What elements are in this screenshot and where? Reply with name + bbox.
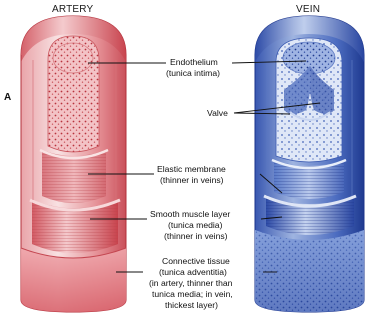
panel-letter: A [4, 92, 11, 103]
svg-text:Endothelium: Endothelium [170, 57, 218, 67]
label-connective-line3: (in artery, thinner than [149, 278, 233, 288]
label-muscle-line1: Smooth muscle layer [150, 209, 230, 219]
label-connective-tissue: Connective tissue (tunica adventitia) (i… [149, 256, 233, 310]
label-elastic-membrane: Elastic membrane (thinner in veins) [157, 164, 226, 185]
label-muscle-line2: (tunica media) [168, 220, 223, 230]
label-connective-line4: tunica media; in vein, [152, 289, 233, 299]
label-connective-line1: Connective tissue [162, 256, 230, 266]
label-endothelium: Endothelium (tunica intima) [166, 57, 220, 78]
svg-text:(tunica intima): (tunica intima) [166, 68, 220, 78]
label-valve: Valve [207, 108, 228, 118]
label-connective-line2: (tunica adventitia) [159, 267, 227, 277]
artery-title: ARTERY [52, 4, 94, 15]
vein-title: VEIN [296, 4, 320, 15]
vein-illustration [255, 16, 364, 312]
artery-illustration [21, 16, 126, 312]
label-elastic-line2: (thinner in veins) [160, 175, 224, 185]
label-smooth-muscle: Smooth muscle layer (tunica media) (thin… [150, 209, 230, 241]
label-muscle-line3: (thinner in veins) [164, 231, 228, 241]
label-connective-line5: thickest layer) [165, 300, 218, 310]
label-endothelium-line1: Endothelium [170, 57, 218, 67]
label-endothelium-line2: (tunica intima) [166, 68, 220, 78]
label-elastic-line1: Elastic membrane [157, 164, 226, 174]
